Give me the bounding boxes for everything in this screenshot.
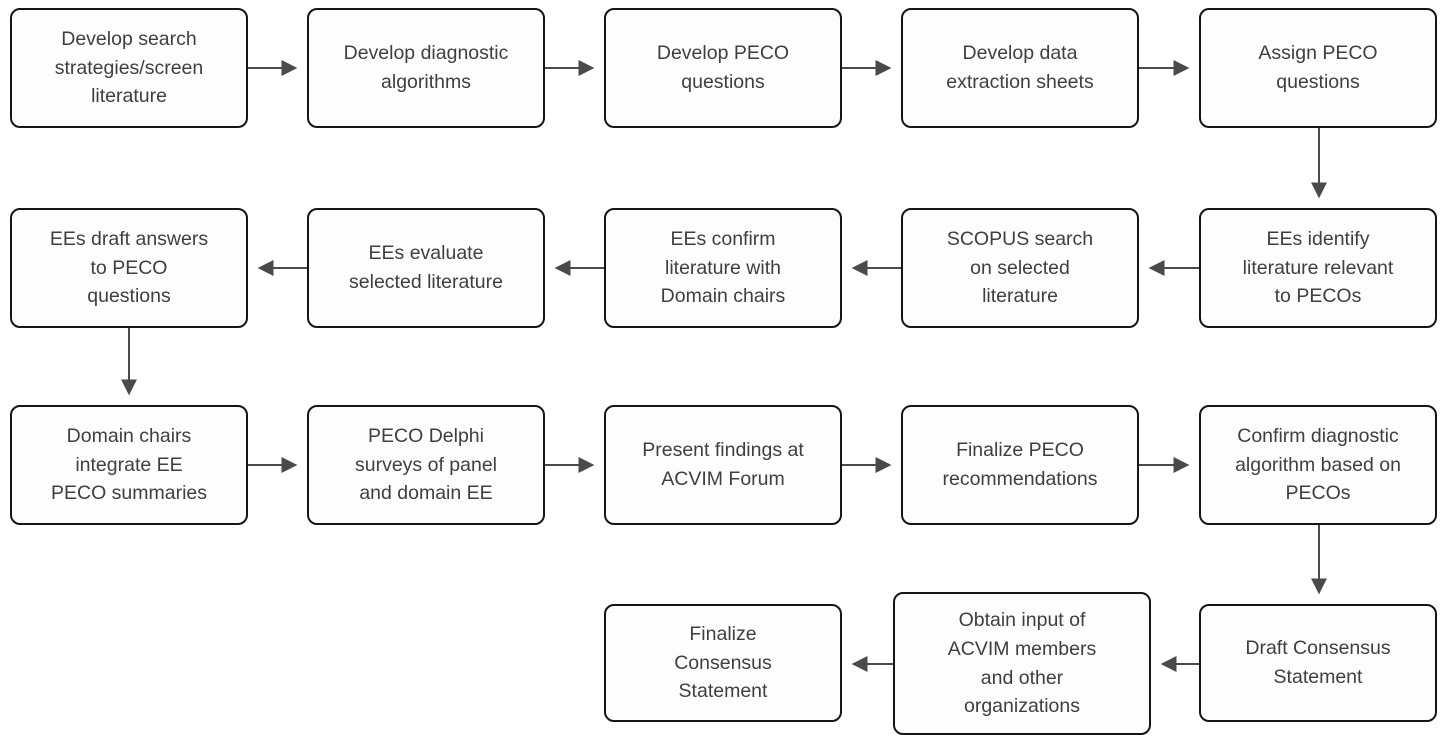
flow-node-draft-consensus-statement: Draft Consensus Statement — [1199, 604, 1437, 722]
flow-node-develop-peco-questions: Develop PECO questions — [604, 8, 842, 128]
flow-node-domain-chairs-integrate: Domain chairs integrate EE PECO summarie… — [10, 405, 248, 525]
flow-node-ees-confirm-literature: EEs confirm literature with Domain chair… — [604, 208, 842, 328]
flow-node-finalize-consensus-statement: Finalize Consensus Statement — [604, 604, 842, 722]
flow-node-develop-search-strategies: Develop search strategies/screen literat… — [10, 8, 248, 128]
flow-node-present-findings-acvim-forum: Present findings at ACVIM Forum — [604, 405, 842, 525]
flow-node-peco-delphi-surveys: PECO Delphi surveys of panel and domain … — [307, 405, 545, 525]
flow-node-finalize-peco-recommendations: Finalize PECO recommendations — [901, 405, 1139, 525]
flow-node-ees-identify-literature: EEs identify literature relevant to PECO… — [1199, 208, 1437, 328]
flow-node-assign-peco-questions: Assign PECO questions — [1199, 8, 1437, 128]
flow-node-ees-evaluate-literature: EEs evaluate selected literature — [307, 208, 545, 328]
flow-node-scopus-search: SCOPUS search on selected literature — [901, 208, 1139, 328]
flow-node-confirm-diagnostic-algorithm: Confirm diagnostic algorithm based on PE… — [1199, 405, 1437, 525]
flow-node-ees-draft-answers: EEs draft answers to PECO questions — [10, 208, 248, 328]
flow-node-develop-data-extraction-sheets: Develop data extraction sheets — [901, 8, 1139, 128]
flow-node-obtain-input-acvim-members: Obtain input of ACVIM members and other … — [893, 592, 1151, 735]
flow-node-develop-diagnostic-algorithms: Develop diagnostic algorithms — [307, 8, 545, 128]
